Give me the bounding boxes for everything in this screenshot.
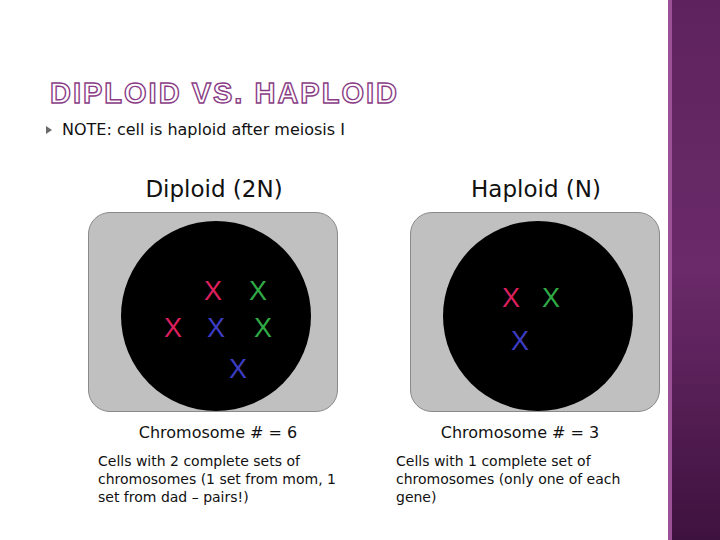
chromosome-mark: X xyxy=(229,354,247,384)
chromosome-mark: X xyxy=(502,283,520,313)
cell-heading: Haploid (N) xyxy=(411,175,661,203)
description-text: Cells with 1 complete set of chromosomes… xyxy=(396,452,636,506)
chromosome-mark: X xyxy=(249,276,267,306)
nucleus-circle: XXXXXX xyxy=(120,220,312,412)
bullet xyxy=(46,126,52,134)
chromosome-mark: X xyxy=(164,313,182,343)
nucleus-fill xyxy=(443,221,633,411)
side-band xyxy=(668,0,720,540)
chromosome-mark: X xyxy=(204,276,222,306)
nucleus-fill xyxy=(121,221,311,411)
chromosome-mark: X xyxy=(254,313,272,343)
nucleus-circle: XXX xyxy=(442,220,634,412)
slide-title: DIPLOID VS. HAPLOID xyxy=(50,76,399,110)
chromosome-count: Chromosome # = 3 xyxy=(441,422,600,444)
note-text: NOTE: cell is haploid after meiosis I xyxy=(62,119,345,141)
cell-body: Diploid (2N)XXXXXX xyxy=(88,212,338,412)
cell-heading: Diploid (2N) xyxy=(89,175,339,203)
description-text: Cells with 2 complete sets of chromosome… xyxy=(98,452,350,506)
chromosome-mark: X xyxy=(542,283,560,313)
cell-body: Haploid (N)XXX xyxy=(410,212,660,412)
chromosome-mark: X xyxy=(511,326,529,356)
side-band-edge xyxy=(668,0,672,540)
chromosome-count: Chromosome # = 6 xyxy=(139,422,298,444)
nucleus-shape xyxy=(442,220,634,412)
chromosome-mark: X xyxy=(207,313,225,343)
